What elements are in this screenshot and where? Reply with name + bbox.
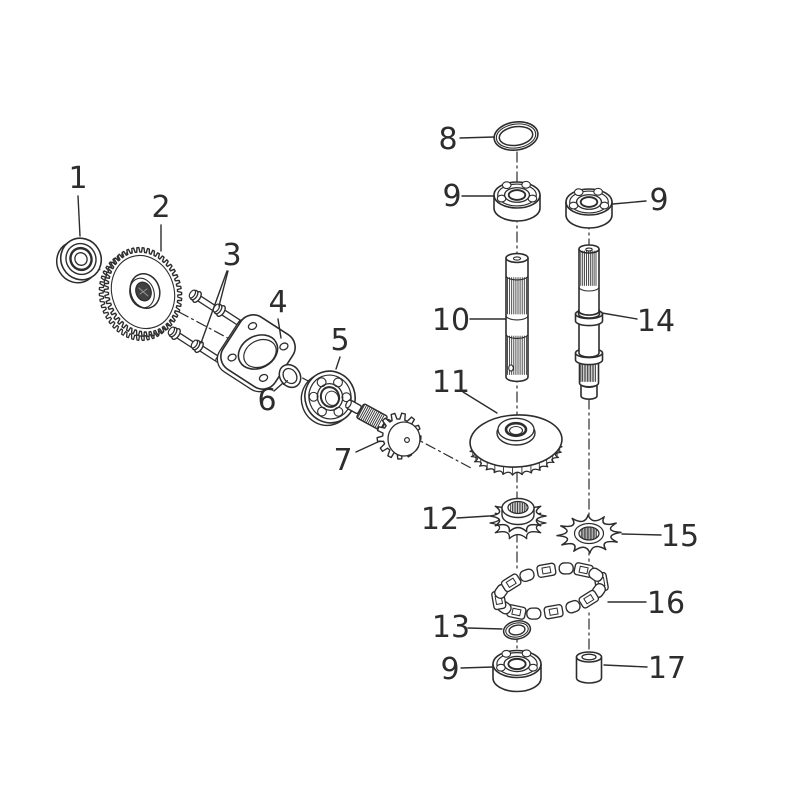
part-5-ball-bearing (300, 370, 356, 427)
part-1-ball-bearing (55, 237, 103, 284)
part-7-bevel-pinion (345, 399, 422, 460)
part-label-14-15: 14 (637, 304, 675, 339)
part-2-spur-gear (98, 246, 183, 342)
part-12-sprocket (489, 497, 547, 540)
part-16-chain (488, 558, 612, 624)
part-4-flange-plate (216, 314, 296, 393)
part-9-ball-bearing-bottom (492, 649, 542, 693)
part-label-11-11: 11 (432, 365, 470, 400)
part-label-5-4: 5 (330, 323, 349, 358)
part-9-ball-bearing-top (493, 180, 541, 222)
part-label-9-9: 9 (649, 183, 668, 218)
part-label-17-18: 17 (648, 651, 686, 686)
part-label-16-17: 16 (647, 586, 685, 621)
part-13-washer (502, 620, 532, 640)
part-15-sprocket (556, 514, 622, 554)
part-11-crown-gear (469, 414, 563, 476)
part-9-ball-bearing-right (565, 187, 613, 229)
part-label-13-13: 13 (432, 610, 470, 645)
part-label-4-3: 4 (268, 285, 287, 320)
part-label-9-8: 9 (442, 179, 461, 214)
part-label-8-7: 8 (438, 122, 457, 157)
part-label-12-12: 12 (421, 502, 459, 537)
part-17-bushing (575, 651, 603, 684)
part-6-circlip (278, 363, 302, 389)
part-label-2-1: 2 (151, 190, 170, 225)
part-label-1-0: 1 (68, 161, 87, 196)
part-3-bolts (167, 289, 243, 363)
part-label-9-14: 9 (440, 652, 459, 687)
part-label-10-10: 10 (432, 303, 470, 338)
part-label-15-16: 15 (661, 519, 699, 554)
part-14-output-shaft (574, 244, 604, 400)
part-label-3-2: 3 (222, 238, 241, 273)
part-label-7-6: 7 (333, 443, 352, 478)
part-10-splined-shaft (505, 252, 529, 383)
part-label-6-5: 6 (257, 383, 276, 418)
part-8-o-ring (493, 121, 539, 151)
